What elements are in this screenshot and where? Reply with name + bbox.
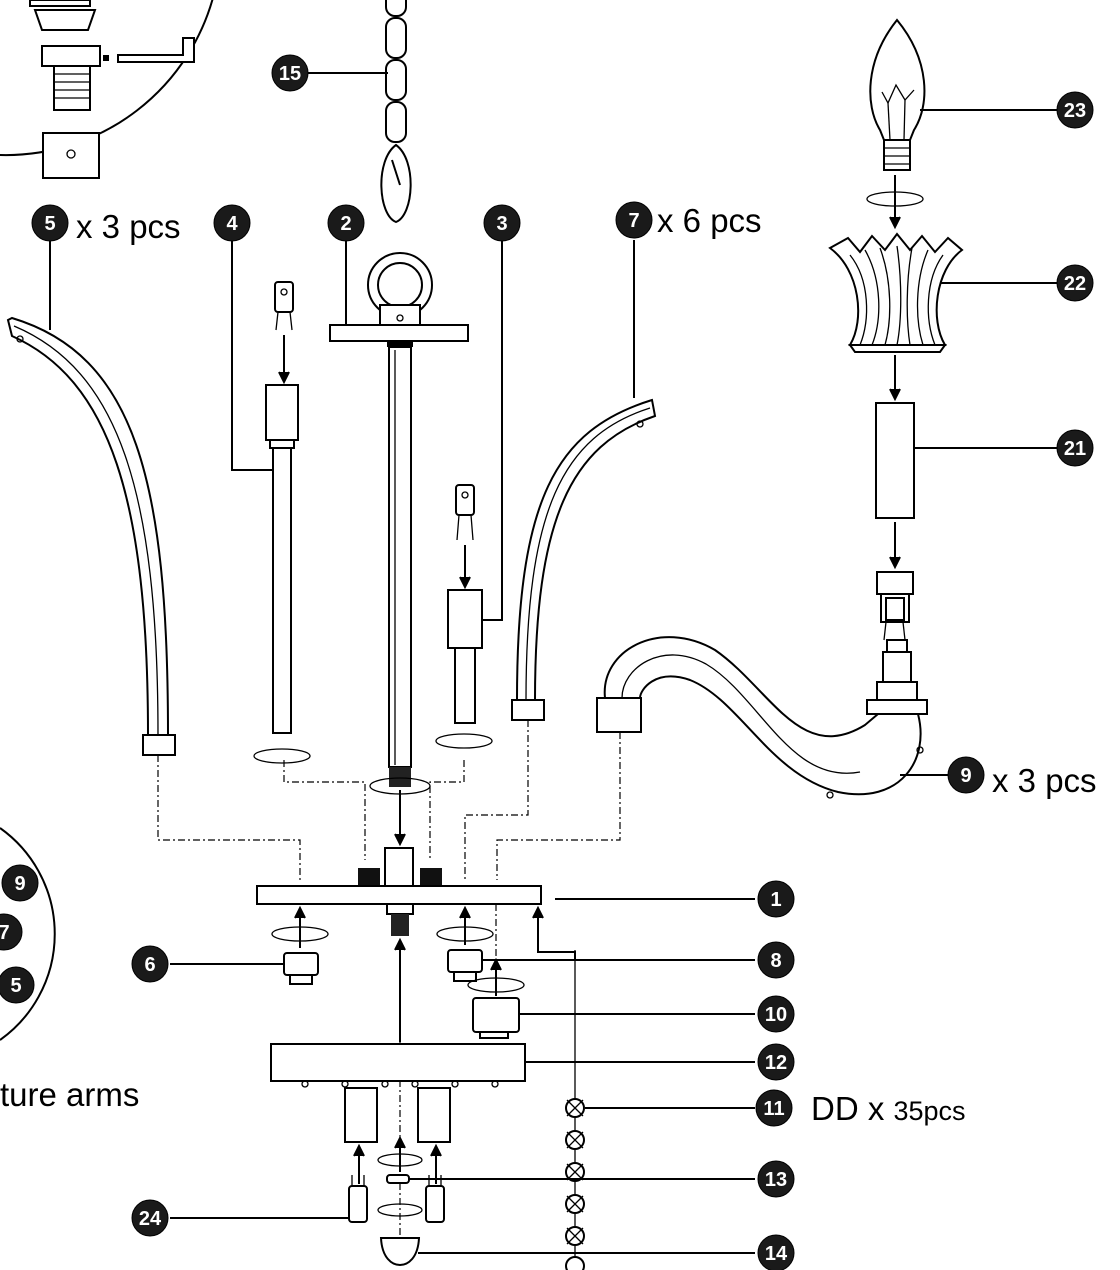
legend-badge-9-number: 9 <box>14 873 25 895</box>
callout-badge-9-circle <box>947 756 985 794</box>
chain-part-15 <box>380 0 412 224</box>
callout-badge-10-number: 10 <box>765 1004 787 1026</box>
legend-badge-5-circle <box>0 966 35 1004</box>
callout-badge-12-circle <box>757 1043 795 1081</box>
callout-badge-8-number: 8 <box>770 950 781 972</box>
callout-badge-7-circle <box>615 201 653 239</box>
callout-badge-14-circle <box>757 1234 795 1270</box>
qty-label-11-main: DD x <box>811 1090 894 1127</box>
callout-badge-9-number: 9 <box>960 765 971 787</box>
qty-label-11: DD x 35pcs <box>811 1090 966 1127</box>
callout-badge-12-number: 12 <box>765 1052 787 1074</box>
callout-badge-24: 24 <box>131 1199 169 1237</box>
callout-badge-24-circle <box>131 1199 169 1237</box>
callout-badge-1: 1 <box>757 880 795 918</box>
candle-bulb-part-23 <box>869 18 926 171</box>
callout-badge-3-circle <box>483 204 521 242</box>
g9-bulbs-part-24 <box>348 1175 445 1223</box>
callout-badge-11-circle <box>755 1089 793 1127</box>
callout-badge-3-number: 3 <box>496 213 507 235</box>
callout-badge-12: 12 <box>757 1043 795 1081</box>
finial-part-14 <box>379 1237 421 1267</box>
callout-badge-9: 9 <box>947 756 985 794</box>
nut-part-8 <box>447 949 483 982</box>
callout-badge-7: 7 <box>615 201 653 239</box>
leader-lines <box>49 72 1058 1254</box>
crystal-chain-part-11 <box>565 950 585 1270</box>
callout-badge-6-number: 6 <box>144 954 155 976</box>
callout-badge-4: 4 <box>213 204 251 242</box>
callout-badge-23: 23 <box>1056 91 1094 129</box>
arm-part-9 <box>596 571 928 799</box>
legend-badge-7: 7 <box>0 913 23 951</box>
callout-badge-7-number: 7 <box>628 210 639 232</box>
legend-badge-7-circle <box>0 913 23 951</box>
rod-part-4 <box>265 281 299 734</box>
legend-badge-7-number: 7 <box>0 922 10 944</box>
detail-circle-top-left <box>0 0 214 179</box>
callout-badge-13-number: 13 <box>765 1169 787 1191</box>
callout-badge-2-number: 2 <box>340 213 351 235</box>
callout-badge-14: 14 <box>757 1234 795 1270</box>
assembly-arrows <box>278 175 901 1184</box>
arm-part-5 <box>6 316 176 756</box>
legend-badge-5: 5 <box>0 966 35 1004</box>
rod-part-3 <box>447 484 483 724</box>
callout-badge-8-circle <box>757 941 795 979</box>
callout-badge-22-number: 22 <box>1064 273 1086 295</box>
washer-part-13 <box>386 1174 410 1184</box>
legend-badge-9: 9 <box>1 864 39 902</box>
center-rod-part-2 <box>329 252 469 787</box>
nut-part-6 <box>283 952 319 985</box>
callout-badge-4-number: 4 <box>226 213 238 235</box>
callout-badge-11-number: 11 <box>763 1098 784 1120</box>
callout-badge-10-circle <box>757 995 795 1033</box>
qty-label-11-count: 35pcs <box>894 1096 966 1126</box>
crystal-shade-part-22 <box>828 232 964 353</box>
callout-badge-23-number: 23 <box>1064 100 1086 122</box>
bottom-plate-part-12 <box>270 1043 526 1143</box>
callout-badge-15-number: 15 <box>279 63 301 85</box>
qty-label-7: x 6 pcs <box>657 202 762 239</box>
rotation-indicators <box>253 191 924 1217</box>
legend-caption: ture arms <box>0 1076 139 1113</box>
qty-label-9: x 3 pcs <box>992 762 1097 799</box>
callout-badge-23-circle <box>1056 91 1094 129</box>
callout-badge-15: 15 <box>271 54 309 92</box>
legend-badge-5-number: 5 <box>10 975 21 997</box>
callout-badge-3: 3 <box>483 204 521 242</box>
nut-part-10 <box>472 997 520 1039</box>
callout-badge-2: 2 <box>327 204 365 242</box>
callout-badge-6-circle <box>131 945 169 983</box>
qty-label-5: x 3 pcs <box>76 208 181 245</box>
callout-badge-1-circle <box>757 880 795 918</box>
callout-badge-24-number: 24 <box>139 1208 162 1230</box>
callout-badge-15-circle <box>271 54 309 92</box>
callout-badge-5-circle <box>31 204 69 242</box>
callout-badge-5: 5 <box>31 204 69 242</box>
callout-badge-8: 8 <box>757 941 795 979</box>
callout-badge-13: 13 <box>757 1160 795 1198</box>
callout-badge-5-number: 5 <box>44 213 55 235</box>
callout-badge-11: 11 <box>755 1089 793 1127</box>
callout-badge-22: 22 <box>1056 264 1094 302</box>
sleeve-part-21 <box>875 402 915 519</box>
callout-badge-2-circle <box>327 204 365 242</box>
callout-badge-14-number: 14 <box>765 1243 788 1265</box>
callout-badge-1-number: 1 <box>770 889 781 911</box>
mounting-plate-part-1 <box>256 847 542 936</box>
legend-badge-9-circle <box>1 864 39 902</box>
callout-badge-4-circle <box>213 204 251 242</box>
legend-circle <box>0 827 56 1041</box>
callout-badge-13-circle <box>757 1160 795 1198</box>
assembly-guide-lines <box>157 720 621 1236</box>
callout-badge-10: 10 <box>757 995 795 1033</box>
callout-badge-22-circle <box>1056 264 1094 302</box>
callout-badge-21: 21 <box>1056 429 1094 467</box>
callout-badge-6: 6 <box>131 945 169 983</box>
callout-badge-21-number: 21 <box>1064 438 1086 460</box>
callout-badge-21-circle <box>1056 429 1094 467</box>
